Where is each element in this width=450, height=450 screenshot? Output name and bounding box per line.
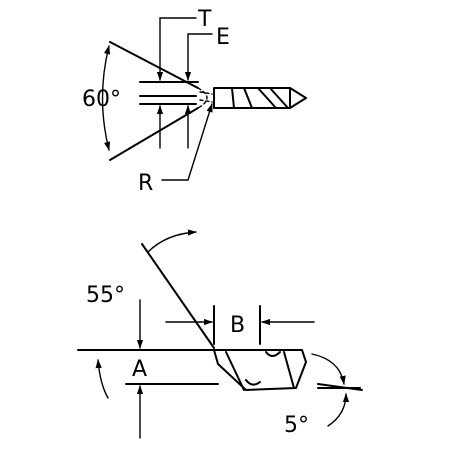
tool-band-left <box>231 87 235 109</box>
angle-arc-5-lower <box>327 393 350 427</box>
label-t: T <box>197 7 212 32</box>
nose-radius-dashed <box>197 87 208 109</box>
label-r: R <box>138 171 153 196</box>
label-b: B <box>230 313 245 338</box>
tool-helix-1 <box>243 87 253 109</box>
tool-side-body <box>213 349 307 391</box>
tool-body <box>213 87 307 109</box>
left-angle-arc <box>95 359 109 399</box>
label-angle-bottom: 5° <box>284 413 309 438</box>
angle-line-55 <box>141 243 215 349</box>
label-angle-top: 60° <box>82 87 121 112</box>
label-a: A <box>132 357 147 382</box>
r-leader <box>161 103 213 181</box>
top-view: T E 60° R <box>82 7 307 196</box>
label-e: E <box>216 25 230 50</box>
tool-side-notch <box>265 351 281 357</box>
tool-side-notch-lower <box>245 379 261 386</box>
nose-dash-1 <box>199 91 213 95</box>
label-angle-left: 55° <box>86 283 125 308</box>
bottom-view: 55° A B 5° <box>77 229 363 439</box>
angle-line-lower <box>109 107 199 161</box>
nose-dash-2 <box>199 99 213 103</box>
t-leader <box>156 17 197 81</box>
angle-arc-60 <box>101 45 111 151</box>
angle-line-5-lower <box>317 383 363 391</box>
tool-side-edge-1 <box>225 351 245 391</box>
angle-arc-55 <box>147 229 197 253</box>
tool-helix-2 <box>257 87 277 109</box>
angle-arc-5-upper <box>311 353 346 385</box>
angle-line-upper <box>109 41 199 89</box>
e-leader <box>184 33 213 81</box>
tool-helix-3 <box>269 87 289 109</box>
tool-side-edge-2 <box>283 351 295 389</box>
